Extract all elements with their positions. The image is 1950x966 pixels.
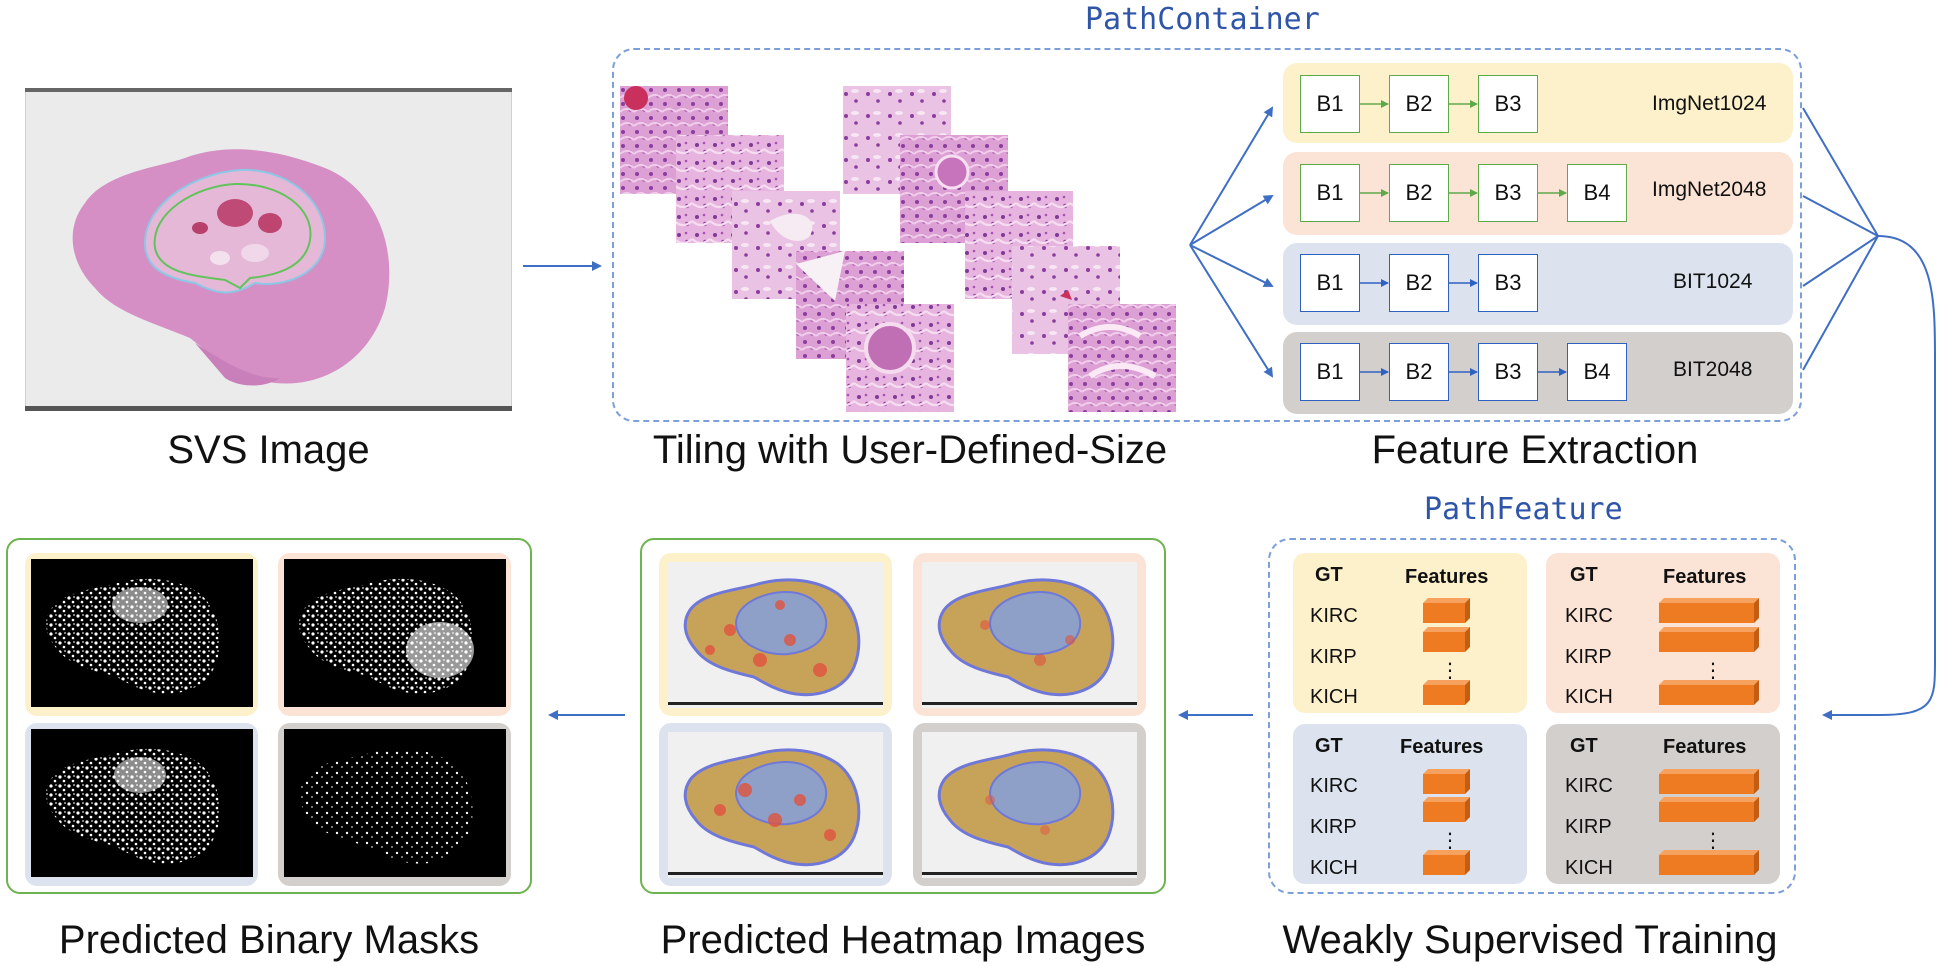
panel4-ellipsis: ⋮ <box>1703 830 1723 852</box>
caption-binary-masks: Predicted Binary Masks <box>58 918 480 962</box>
heatmap-bit2048 <box>920 730 1139 880</box>
heatmap-imgnet1024 <box>666 560 885 710</box>
panel3-row-kirp: KIRP <box>1310 816 1357 838</box>
panel3-gt-header: GT <box>1315 735 1343 757</box>
model-name-bit1024: BIT1024 <box>1673 270 1753 293</box>
path-container-box <box>612 48 1802 422</box>
caption-svs-image: SVS Image <box>167 428 370 472</box>
block-bit2048-b4: B4 <box>1567 343 1627 401</box>
model-band-bit1024 <box>1283 243 1793 325</box>
panel1-row-kirc: KIRC <box>1310 605 1358 627</box>
panel1-row-kich: KICH <box>1310 686 1358 708</box>
tiles-drawing <box>620 86 1176 412</box>
panel1-ellipsis: ⋮ <box>1440 660 1460 682</box>
panel1-features-header: Features <box>1405 566 1489 588</box>
panel3-features-header: Features <box>1400 736 1484 758</box>
panel4-row-kirc: KIRC <box>1565 775 1613 797</box>
model-name-imgnet1024: ImgNet1024 <box>1652 92 1767 115</box>
block-bit2048-b1: B1 <box>1300 343 1360 401</box>
tiles-mosaic <box>620 86 1176 412</box>
path-feature-title: PathFeature <box>1424 492 1623 527</box>
panel3-ellipsis: ⋮ <box>1440 830 1460 852</box>
heatmap-imgnet2048 <box>920 560 1139 710</box>
model-band-bit2048 <box>1283 332 1793 414</box>
caption-feature-extraction: Feature Extraction <box>1371 428 1699 472</box>
path-container-title: PathContainer <box>1085 2 1320 37</box>
block-imgnet1024-b2: B2 <box>1389 75 1449 133</box>
model-name-bit2048: BIT2048 <box>1673 358 1753 381</box>
mask-imgnet2048 <box>284 559 506 707</box>
panel4-features-header: Features <box>1663 736 1747 758</box>
block-bit2048-b2: B2 <box>1389 343 1449 401</box>
panel2-ellipsis: ⋮ <box>1703 660 1723 682</box>
caption-tiling: Tiling with User-Defined-Size <box>652 428 1168 472</box>
panel2-row-kirp: KIRP <box>1565 646 1612 668</box>
block-imgnet1024-b1: B1 <box>1300 75 1360 133</box>
mask-imgnet1024 <box>31 559 253 707</box>
mask-bit1024 <box>31 729 253 877</box>
panel3-row-kirc: KIRC <box>1310 775 1358 797</box>
block-imgnet2048-b1: B1 <box>1300 164 1360 222</box>
block-bit1024-b3: B3 <box>1478 254 1538 312</box>
block-imgnet2048-b2: B2 <box>1389 164 1449 222</box>
binary-masks-box <box>6 538 532 894</box>
block-bit1024-b2: B2 <box>1389 254 1449 312</box>
panel4-row-kich: KICH <box>1565 857 1613 879</box>
caption-heatmaps: Predicted Heatmap Images <box>660 918 1146 962</box>
panel2-row-kirc: KIRC <box>1565 605 1613 627</box>
svs-image <box>25 88 512 411</box>
block-bit1024-b1: B1 <box>1300 254 1360 312</box>
heatmap-bit1024 <box>666 730 885 880</box>
model-name-imgnet2048: ImgNet2048 <box>1652 178 1767 201</box>
path-feature-box <box>1268 538 1796 894</box>
panel2-gt-header: GT <box>1570 564 1598 586</box>
panel2-features-header: Features <box>1663 566 1747 588</box>
panel4-gt-header: GT <box>1570 735 1598 757</box>
panel4-row-kirp: KIRP <box>1565 816 1612 838</box>
block-imgnet2048-b4: B4 <box>1567 164 1627 222</box>
panel3-row-kich: KICH <box>1310 857 1358 879</box>
block-imgnet1024-b3: B3 <box>1478 75 1538 133</box>
block-imgnet2048-b3: B3 <box>1478 164 1538 222</box>
feature-panel-imgnet1024 <box>1293 553 1527 713</box>
model-band-imgnet1024 <box>1283 63 1793 143</box>
feature-panel-bit1024 <box>1293 724 1527 884</box>
panel1-gt-header: GT <box>1315 564 1343 586</box>
tissue-drawing <box>25 88 512 411</box>
panel2-row-kich: KICH <box>1565 686 1613 708</box>
caption-training: Weakly Supervised Training <box>1282 918 1778 962</box>
panel1-row-kirp: KIRP <box>1310 646 1357 668</box>
block-bit2048-b3: B3 <box>1478 343 1538 401</box>
mask-bit2048 <box>284 729 506 877</box>
heatmaps-box <box>640 538 1166 894</box>
